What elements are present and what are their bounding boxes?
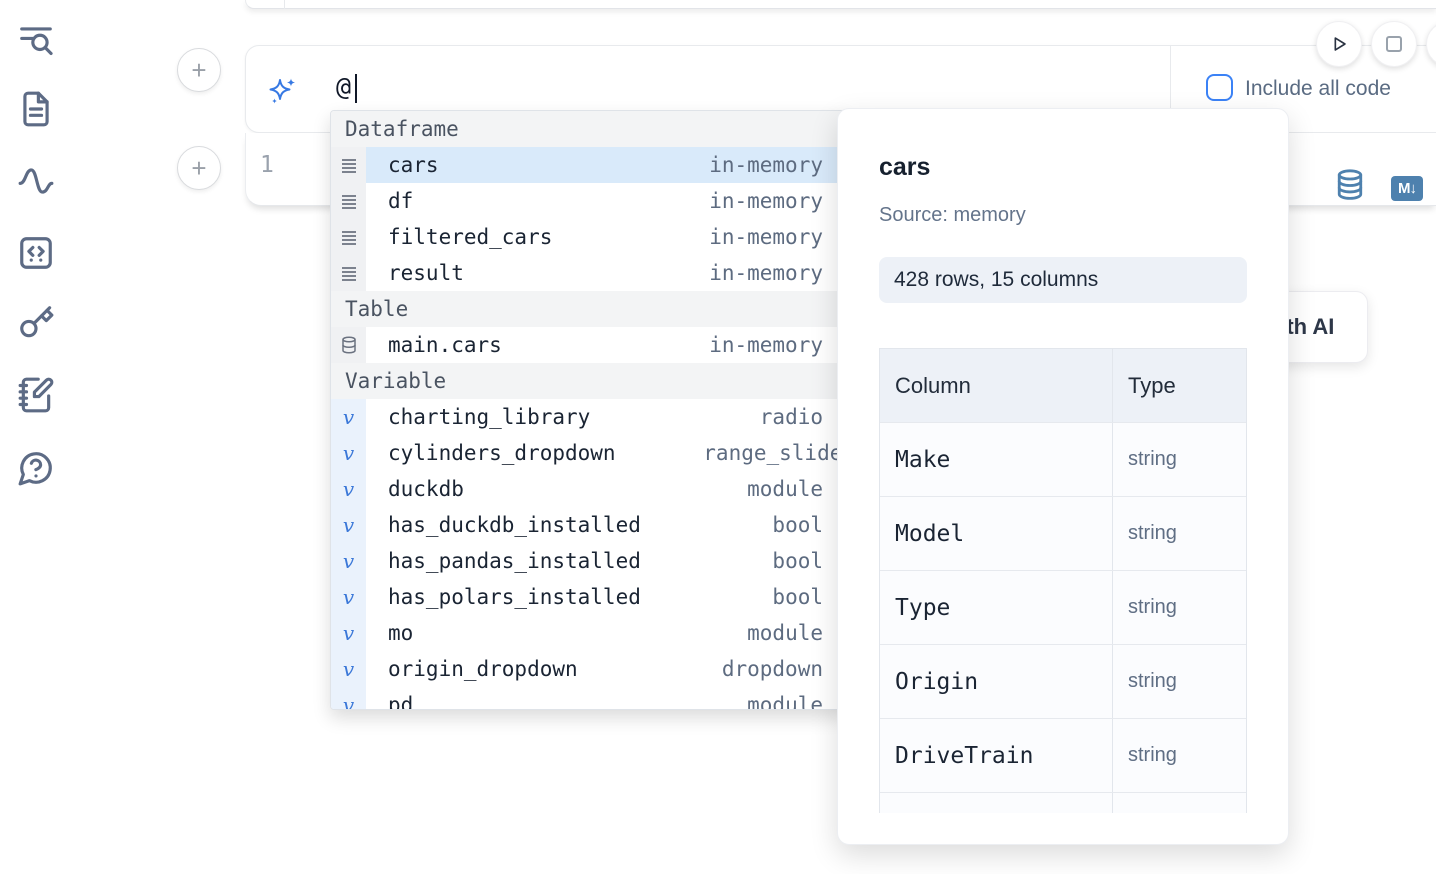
schema-row-partial: [880, 792, 1246, 813]
database-icon[interactable]: [1336, 169, 1364, 202]
item-name: result: [388, 261, 464, 285]
include-all-code-label: Include all code: [1245, 77, 1391, 100]
schema-row-type: Type string: [880, 570, 1246, 644]
include-all-code-checkbox[interactable]: [1206, 74, 1233, 101]
prompt-divider: [1170, 46, 1171, 132]
markdown-icon[interactable]: M↓: [1391, 176, 1423, 201]
section-header-variable: Variable: [331, 363, 847, 399]
dataframe-preview-panel: cars Source: memory 428 rows, 15 columns…: [837, 108, 1289, 845]
autocomplete-item-mo[interactable]: v mo module: [331, 615, 847, 651]
schema-row-model: Model string: [880, 496, 1246, 570]
schema-row-make: Make string: [880, 422, 1246, 496]
item-type: radio: [759, 405, 823, 429]
item-type: module: [747, 477, 823, 501]
autocomplete-item-main-cars[interactable]: main.cars in-memory: [331, 327, 847, 363]
autocomplete-item-has-pandas-installed[interactable]: v has_pandas_installed bool: [331, 543, 847, 579]
help-chat-icon[interactable]: [16, 448, 56, 488]
variable-icon: v: [331, 651, 366, 687]
play-icon: [1334, 37, 1346, 51]
autocomplete-item-result[interactable]: result in-memory: [331, 255, 847, 291]
item-name: df: [388, 189, 414, 213]
ai-sparkle-icon: [268, 76, 298, 106]
item-name: origin_dropdown: [388, 657, 578, 681]
autocomplete-item-filtered-cars[interactable]: filtered_cars in-memory: [331, 219, 847, 255]
item-name: cars: [388, 153, 439, 177]
item-name: filtered_cars: [388, 225, 553, 249]
item-type: module: [747, 693, 823, 710]
shape-badge: 428 rows, 15 columns: [879, 257, 1247, 303]
variable-icon: v: [331, 471, 366, 507]
toc-search-icon[interactable]: [16, 20, 56, 60]
variable-icon: v: [331, 507, 366, 543]
item-type: in-memory: [709, 153, 823, 177]
preview-title: cars: [879, 153, 931, 181]
text-caret: [355, 74, 357, 103]
notebook-pen-icon[interactable]: [16, 375, 56, 415]
autocomplete-item-origin-dropdown[interactable]: v origin_dropdown dropdown: [331, 651, 847, 687]
autocomplete-item-has-polars-installed[interactable]: v has_polars_installed bool: [331, 579, 847, 615]
autocomplete-item-charting-library[interactable]: v charting_library radio: [331, 399, 847, 435]
schema-header-row: Column Type: [880, 349, 1246, 422]
item-type: in-memory: [709, 225, 823, 249]
item-name: charting_library: [388, 405, 591, 429]
dataframe-icon: [331, 147, 366, 183]
item-name: cylinders_dropdown: [388, 441, 616, 465]
item-type: range_slider: [703, 441, 848, 465]
ai-prompt-input[interactable]: @: [336, 72, 352, 101]
item-name: main.cars: [388, 333, 502, 357]
variable-icon: v: [331, 687, 366, 709]
schema-row-origin: Origin string: [880, 644, 1246, 718]
activity-icon[interactable]: [16, 161, 56, 201]
column-header: Column: [880, 349, 1113, 422]
add-cell-button-top[interactable]: +: [177, 48, 221, 92]
key-icon[interactable]: [16, 303, 56, 343]
autocomplete-item-cars[interactable]: cars in-memory: [331, 147, 847, 183]
item-type: in-memory: [709, 189, 823, 213]
dataframe-icon: [331, 255, 366, 291]
item-name: duckdb: [388, 477, 464, 501]
add-cell-button-bottom[interactable]: +: [177, 146, 221, 190]
item-name: has_polars_installed: [388, 585, 641, 609]
preview-source: Source: memory: [879, 204, 1026, 226]
autocomplete-item-cylinders-dropdown[interactable]: v cylinders_dropdown range_slider: [331, 435, 847, 471]
dataframe-icon: [331, 183, 366, 219]
autocomplete-dropdown: Dataframe cars in-memory df in-memory fi…: [330, 110, 848, 710]
autocomplete-item-duckdb[interactable]: v duckdb module: [331, 471, 847, 507]
variable-icon: v: [331, 399, 366, 435]
run-cell-button[interactable]: [1316, 21, 1362, 67]
section-header-table: Table: [331, 291, 847, 327]
variable-icon: v: [331, 615, 366, 651]
variable-icon: v: [331, 435, 366, 471]
type-header: Type: [1128, 372, 1176, 398]
database-icon: [331, 327, 366, 363]
autocomplete-item-has-duckdb-installed[interactable]: v has_duckdb_installed bool: [331, 507, 847, 543]
autocomplete-item-df[interactable]: df in-memory: [331, 183, 847, 219]
schema-row-drivetrain: DriveTrain string: [880, 718, 1246, 792]
stop-button[interactable]: [1371, 21, 1417, 67]
item-type: bool: [772, 549, 823, 573]
autocomplete-item-partial[interactable]: v pd module: [331, 687, 847, 710]
item-type: bool: [772, 513, 823, 537]
item-type: in-memory: [709, 333, 823, 357]
item-name: has_duckdb_installed: [388, 513, 641, 537]
item-type: module: [747, 621, 823, 645]
item-name: has_pandas_installed: [388, 549, 641, 573]
dataframe-icon: [331, 219, 366, 255]
schema-table: Column Type Make string Model string Typ…: [879, 348, 1247, 813]
line-number: 1: [260, 152, 274, 178]
code-snippet-icon[interactable]: [16, 233, 56, 273]
variable-icon: v: [331, 579, 366, 615]
item-type: in-memory: [709, 261, 823, 285]
document-icon[interactable]: [16, 89, 56, 129]
item-type: bool: [772, 585, 823, 609]
item-name: mo: [388, 621, 414, 645]
section-header-dataframe: Dataframe: [331, 111, 847, 147]
item-type: dropdown: [721, 657, 823, 681]
previous-cell-bottom-edge: [245, 0, 1436, 9]
variable-icon: v: [331, 543, 366, 579]
item-name: pd: [388, 693, 414, 710]
stop-icon: [1386, 36, 1402, 52]
